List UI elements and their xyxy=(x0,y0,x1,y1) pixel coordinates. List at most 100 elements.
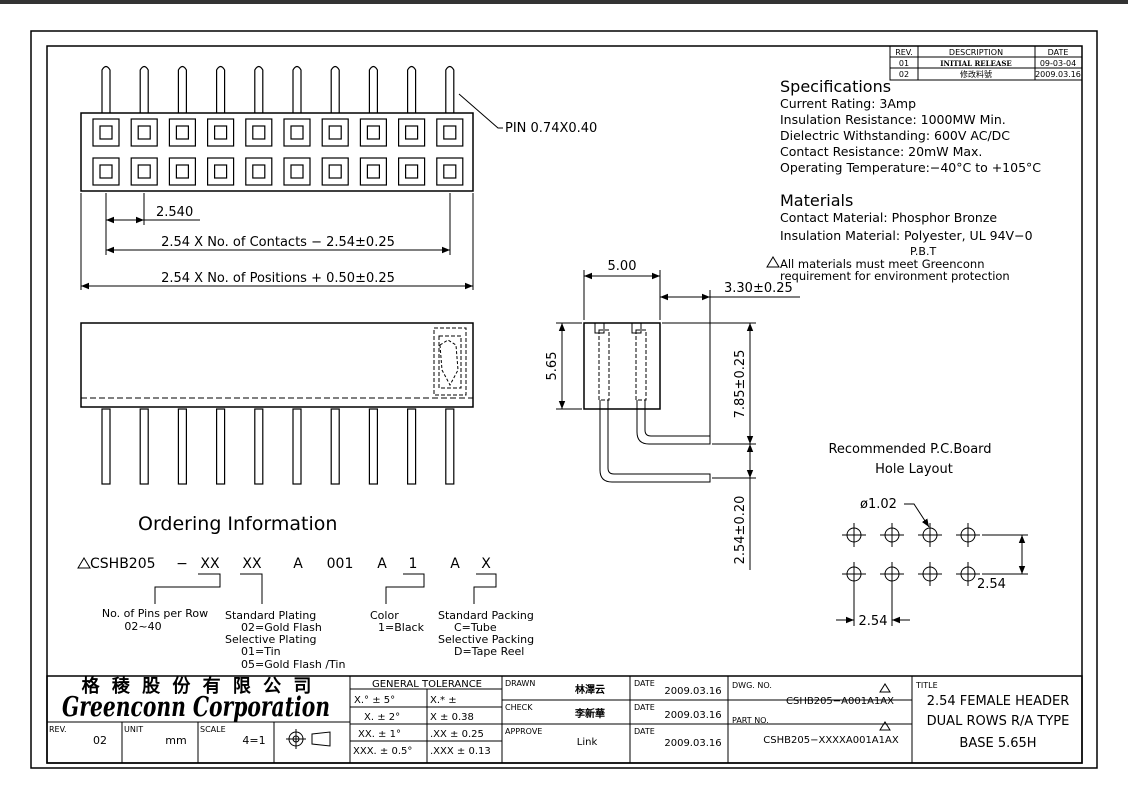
top-pins xyxy=(101,65,455,113)
contact-socket-inner xyxy=(252,125,266,140)
part-dash: − xyxy=(176,556,188,572)
pins-label: No. of Pins per Row xyxy=(102,607,208,620)
top-pin xyxy=(216,65,226,113)
part-prefix: CSHB205 xyxy=(90,556,156,572)
spec-line: Dielectric Withstanding: 600V AC/DC xyxy=(780,128,1010,143)
contact-socket-inner xyxy=(290,125,304,140)
contact-socket-inner xyxy=(405,125,419,140)
code-001: 001 xyxy=(327,556,354,572)
rev-row-1-date: 09-03-04 xyxy=(1040,59,1076,68)
materials: Materials Contact Material: Phosphor Bro… xyxy=(766,191,1033,283)
top-pin xyxy=(139,65,149,113)
spec-line: Contact Resistance: 20mW Max. xyxy=(780,144,982,159)
contact-socket-inner xyxy=(328,125,342,140)
top-contacts xyxy=(92,118,464,186)
top-bar xyxy=(0,0,1128,4)
tolerance-title: GENERAL TOLERANCE xyxy=(372,679,482,690)
material-line: Contact Material: Phosphor Bronze xyxy=(780,210,997,225)
scale-label: SCALE xyxy=(200,725,226,734)
title-line: DUAL ROWS R/A TYPE xyxy=(927,714,1070,729)
contact-socket xyxy=(359,118,387,147)
approve-label: APPROVE xyxy=(505,727,542,736)
pin-leader xyxy=(458,93,503,129)
front-pin xyxy=(407,408,417,485)
plating-line: 02=Gold Flash xyxy=(241,621,322,634)
specifications: Specifications Current Rating: 3Amp Insu… xyxy=(780,77,1041,175)
part-number: CSHB205−XXXXA001A1AX xyxy=(763,735,899,746)
front-pin xyxy=(368,408,378,485)
hole-diameter: ø1.02 xyxy=(860,497,897,512)
contact-socket-inner xyxy=(366,125,380,140)
title-line: BASE 5.65H xyxy=(959,736,1036,751)
drawn-date: 2009.03.16 xyxy=(664,686,721,697)
pcb-pitch-y: 2.54 xyxy=(977,577,1006,592)
material-note-1: All materials must meet Greenconn xyxy=(780,257,984,271)
contact-socket xyxy=(321,118,349,147)
company-name-en: Greenconn Corporation xyxy=(62,692,330,723)
top-view-body xyxy=(80,112,474,192)
ordering-heading: Ordering Information xyxy=(138,513,337,535)
tolerance-angle: XXX. ± 0.5° xyxy=(353,746,412,757)
title-label: TITLE xyxy=(915,681,938,690)
contact-socket xyxy=(245,157,273,186)
front-pin xyxy=(330,408,340,485)
front-pin xyxy=(139,408,149,485)
rev-header: REV. xyxy=(895,48,913,57)
contact-socket-inner xyxy=(443,164,457,179)
code-plating: XX xyxy=(242,556,262,572)
rev-row-2: 02 xyxy=(899,70,909,79)
contact-socket-inner xyxy=(252,164,266,179)
material-line: Insulation Material: Polyester, UL 94V−0 xyxy=(780,228,1033,243)
pitch-dimension: 2.540 xyxy=(156,205,193,220)
plating-line: Selective Plating xyxy=(225,633,317,646)
contact-socket-inner xyxy=(443,125,457,140)
plating-line: 05=Gold Flash /Tin xyxy=(241,658,345,671)
code-a1: A xyxy=(293,556,303,572)
warning-triangle-icon xyxy=(879,683,891,693)
revision-table: REV. DESCRIPTION DATE 01 INITIAL RELEASE… xyxy=(889,45,1083,81)
check-label: CHECK xyxy=(505,703,533,712)
rev-value: 02 xyxy=(93,734,107,747)
contact-socket-inner xyxy=(214,125,228,140)
contact-socket-inner xyxy=(137,164,151,179)
top-pin xyxy=(101,65,111,113)
part-label: PART NO. xyxy=(732,716,769,725)
top-pin xyxy=(368,65,378,113)
tolerance-angle: X. ± 2° xyxy=(364,712,400,723)
drawn-label: DRAWN xyxy=(505,679,535,688)
contact-socket xyxy=(92,118,120,147)
tolerance-linear: .XX ± 0.25 xyxy=(430,729,484,740)
tolerance-linear: .XXX ± 0.13 xyxy=(430,746,491,757)
front-view-body xyxy=(80,322,474,408)
code-color: 1 xyxy=(409,556,418,572)
packing-line: Selective Packing xyxy=(438,633,534,646)
contact-socket xyxy=(283,157,311,186)
contact-socket-inner xyxy=(137,125,151,140)
dwg-number: CSHB205−A001A1AX xyxy=(786,696,894,707)
top-pin xyxy=(407,65,417,113)
packing-line: Standard Packing xyxy=(438,609,534,622)
contact-socket xyxy=(245,118,273,147)
contact-socket-inner xyxy=(99,164,113,179)
warning-triangle-icon xyxy=(77,557,91,569)
top-view: PIN 0.74X0.40 2.540 2.54 X No. of Contac… xyxy=(80,65,597,290)
contact-socket xyxy=(168,157,196,186)
plating-line: 01=Tin xyxy=(241,645,281,658)
contact-socket xyxy=(321,157,349,186)
top-pin xyxy=(177,65,187,113)
contact-socket xyxy=(207,157,235,186)
contact-socket-inner xyxy=(405,164,419,179)
front-pin xyxy=(445,408,455,485)
contact-socket xyxy=(436,118,464,147)
pcb-holes xyxy=(842,523,980,586)
title-line: 2.54 FEMALE HEADER xyxy=(927,694,1070,709)
dwg-label: DWG. NO. xyxy=(732,681,772,690)
height-dimension: 5.65 xyxy=(545,352,560,381)
top-pin xyxy=(292,65,302,113)
unit-label: UNIT xyxy=(124,725,143,734)
warning-triangle-icon xyxy=(766,256,780,268)
projection-symbol-icon xyxy=(286,729,331,749)
material-pbt: P.B.T xyxy=(910,245,936,258)
contact-socket xyxy=(130,157,158,186)
